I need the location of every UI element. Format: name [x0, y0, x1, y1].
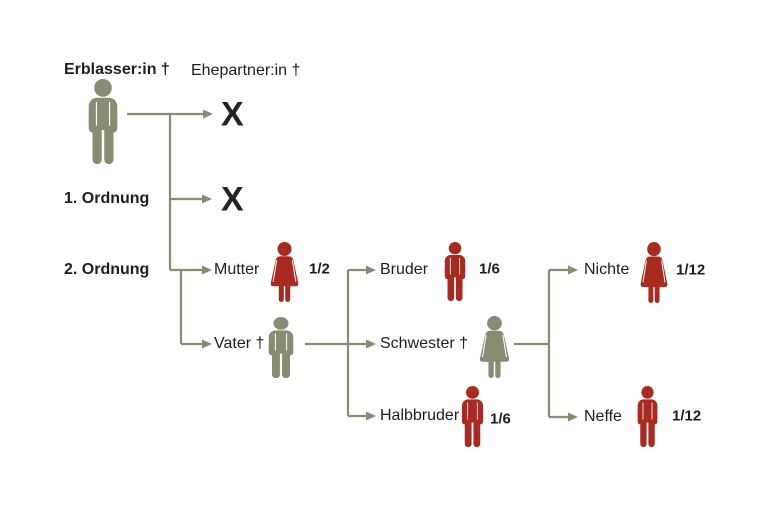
neffe-fraction: 1/12 — [672, 407, 702, 425]
halbbruder-label: Halbbruder — [380, 407, 460, 424]
mutter-fraction: 1/2 — [309, 260, 330, 278]
ehepartner-label: Ehepartner:in † — [191, 62, 301, 79]
ehepartner-excluded-x-mark: X — [221, 95, 244, 134]
nichte-fraction: 1/12 — [676, 261, 706, 279]
bruder-fraction: 1/6 — [479, 260, 500, 278]
ordnung2-label: 2. Ordnung — [64, 261, 150, 278]
mutter-label: Mutter — [214, 261, 260, 278]
neffe-person-icon — [633, 386, 662, 447]
ordnung1-excluded-x-mark: X — [221, 180, 244, 219]
bruder-label: Bruder — [380, 261, 429, 278]
mutter-person-icon — [267, 242, 302, 302]
nichte-label: Nichte — [584, 261, 630, 278]
schwester-person-icon — [476, 316, 513, 378]
bruder-person-icon — [440, 242, 470, 301]
halbbruder-fraction: 1/6 — [490, 410, 511, 428]
erblasser-person-icon — [82, 79, 124, 164]
vater-label: Vater † — [214, 335, 265, 352]
erblasser-label: Erblasser:in † — [64, 61, 170, 78]
vater-person-icon — [263, 317, 299, 378]
nichte-person-icon — [637, 242, 671, 303]
neffe-label: Neffe — [584, 408, 622, 425]
ordnung1-label: 1. Ordnung — [64, 190, 150, 207]
schwester-label: Schwester † — [380, 335, 469, 352]
halbbruder-person-icon — [457, 386, 488, 447]
